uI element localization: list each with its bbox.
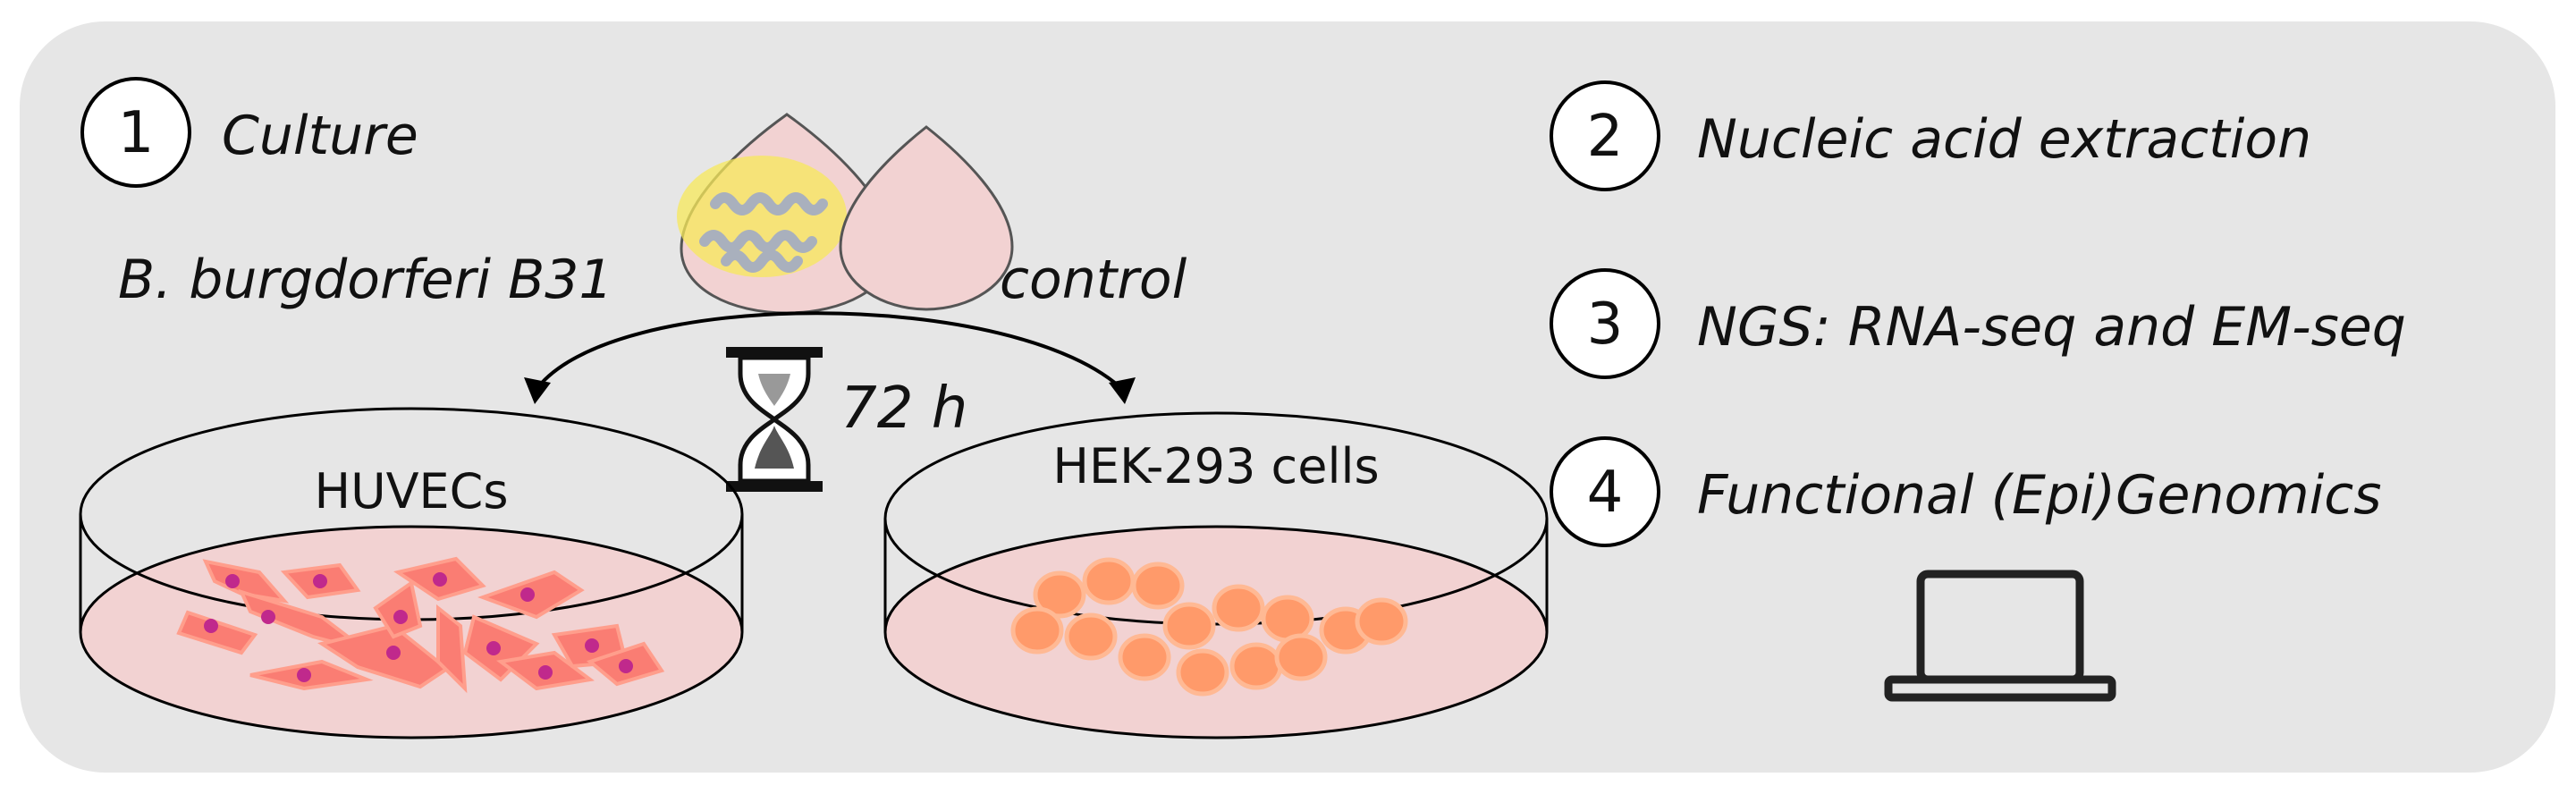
huvec-nucleus xyxy=(393,610,408,624)
control-drop-icon xyxy=(839,125,1014,311)
huvec-nucleus xyxy=(619,659,633,673)
hek-cell xyxy=(1064,612,1118,661)
huvec-cell xyxy=(317,623,451,689)
hek-cell xyxy=(1176,648,1229,697)
petri-dish-left: HUVECs xyxy=(79,407,744,739)
infected-drop xyxy=(677,113,894,315)
bacteria-icon xyxy=(699,192,828,273)
step-3-number: 3 xyxy=(1587,291,1624,358)
step-2-number: 2 xyxy=(1587,104,1624,170)
huvec-nucleus xyxy=(538,665,553,680)
dish-medium-right xyxy=(883,525,1549,739)
hek-cell xyxy=(1212,584,1265,632)
hek-cell xyxy=(1162,602,1216,650)
hek-cell xyxy=(1010,606,1064,655)
huvec-nucleus xyxy=(225,574,240,588)
step-2-number-circle xyxy=(1550,80,1660,191)
huvec-cell xyxy=(176,610,258,655)
hek-cell xyxy=(1131,562,1185,610)
infected-label: B. burgdorferi B31 xyxy=(118,249,613,311)
huvec-nucleus xyxy=(520,587,535,602)
hek-cell xyxy=(1118,633,1171,681)
huvec-cell xyxy=(436,604,468,694)
step-3: 3 NGS: RNA-seq and EM-seq xyxy=(1550,268,2406,379)
hek-cell xyxy=(1274,633,1328,681)
step-4-label: Functional (Epi)Genomics xyxy=(1697,464,2382,527)
petri-dish-right: HEK-293 cells xyxy=(883,411,1549,739)
huvec-nucleus xyxy=(386,646,401,660)
huvecs-label: HUVECs xyxy=(314,463,508,519)
step-4-number: 4 xyxy=(1587,460,1624,526)
hek-cell xyxy=(1033,570,1086,619)
hek-cell xyxy=(1229,642,1283,690)
huvec-nucleus xyxy=(261,610,275,624)
step-3-label: NGS: RNA-seq and EM-seq xyxy=(1697,296,2406,359)
dish-rim-right xyxy=(883,411,1549,626)
duration-label: 72 h xyxy=(840,376,967,442)
hourglass-icon xyxy=(726,347,823,492)
huvec-nucleus xyxy=(585,638,599,653)
step-1-number-circle xyxy=(80,77,191,188)
huvec-nucleus xyxy=(297,668,311,682)
huvec-nucleus xyxy=(313,574,327,588)
hek-cells xyxy=(1010,557,1408,697)
step-1-label: Culture xyxy=(222,105,418,167)
step-3-number-circle xyxy=(1550,268,1660,379)
hek-293-label: HEK-293 cells xyxy=(1052,438,1379,494)
huvec-nucleus xyxy=(204,619,218,633)
step-1: 1 Culture xyxy=(80,77,418,188)
hek-cell xyxy=(1082,557,1136,605)
huvec-cells xyxy=(176,556,665,694)
step-4: 4 Functional (Epi)Genomics xyxy=(1550,436,2382,547)
hek-cell xyxy=(1355,597,1408,646)
step-2: 2 Nucleic acid extraction xyxy=(1550,80,2311,191)
huvec-cell xyxy=(373,579,423,639)
step-4-number-circle xyxy=(1550,436,1660,547)
curved-arrow-icon xyxy=(524,311,1136,404)
laptop-icon xyxy=(1884,570,2116,702)
left-arrowhead xyxy=(524,377,551,404)
right-arrowhead xyxy=(1109,377,1136,404)
huvec-nuclei xyxy=(204,572,633,682)
step-2-label: Nucleic acid extraction xyxy=(1697,108,2311,171)
control-label: control xyxy=(1000,249,1187,311)
huvec-nucleus xyxy=(433,572,447,587)
step-1-number: 1 xyxy=(118,100,155,166)
huvec-nucleus xyxy=(486,641,501,655)
